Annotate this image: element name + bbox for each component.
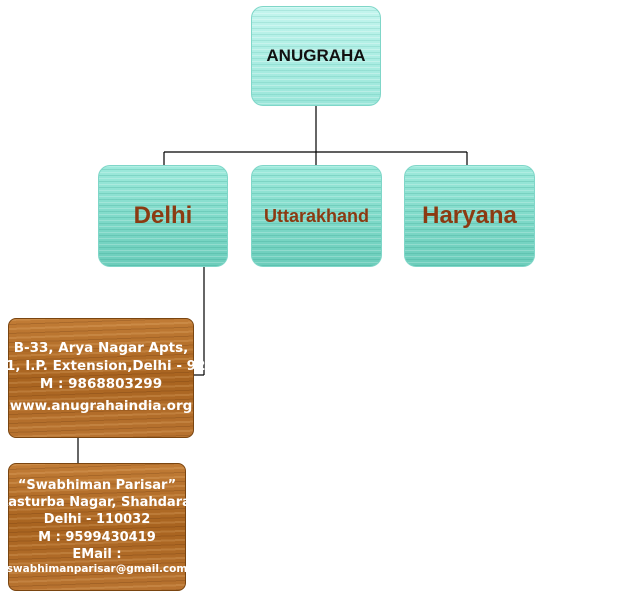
delhi-office-website: www.anugrahaindia.org xyxy=(9,397,193,414)
delhi-office-node: B-33, Arya Nagar Apts, 91, I.P. Extensio… xyxy=(0,318,205,438)
region-node-haryana-label: Haryana xyxy=(422,202,517,229)
swabhiman-office-address-line1: Kasturba Nagar, Shahdara, xyxy=(0,495,196,511)
swabhiman-office-mobile: M : 9599430419 xyxy=(38,529,156,545)
delhi-office-address-line2: 91, I.P. Extension,Delhi - 92 xyxy=(0,358,206,375)
root-node: ANUGRAHA xyxy=(251,6,381,106)
region-node-delhi: Delhi xyxy=(98,165,228,267)
delhi-office-address-line1: B-33, Arya Nagar Apts, xyxy=(13,340,189,357)
swabhiman-office-node: “Swabhiman Parisar” Kasturba Nagar, Shah… xyxy=(0,463,196,591)
region-node-haryana: Haryana xyxy=(404,165,535,267)
swabhiman-office-email: swabhimanparisar@gmail.com xyxy=(6,562,188,575)
swabhiman-office-name: “Swabhiman Parisar” xyxy=(17,478,177,494)
swabhiman-office-email-label: EMail : xyxy=(72,546,122,562)
region-node-delhi-label: Delhi xyxy=(133,202,193,229)
region-node-uttarakhand-label: Uttarakhand xyxy=(263,205,370,226)
root-node-label: ANUGRAHA xyxy=(266,46,366,65)
region-node-uttarakhand: Uttarakhand xyxy=(251,165,382,267)
delhi-office-mobile: M : 9868803299 xyxy=(39,376,163,392)
swabhiman-office-address-line2: Delhi - 110032 xyxy=(43,512,151,528)
